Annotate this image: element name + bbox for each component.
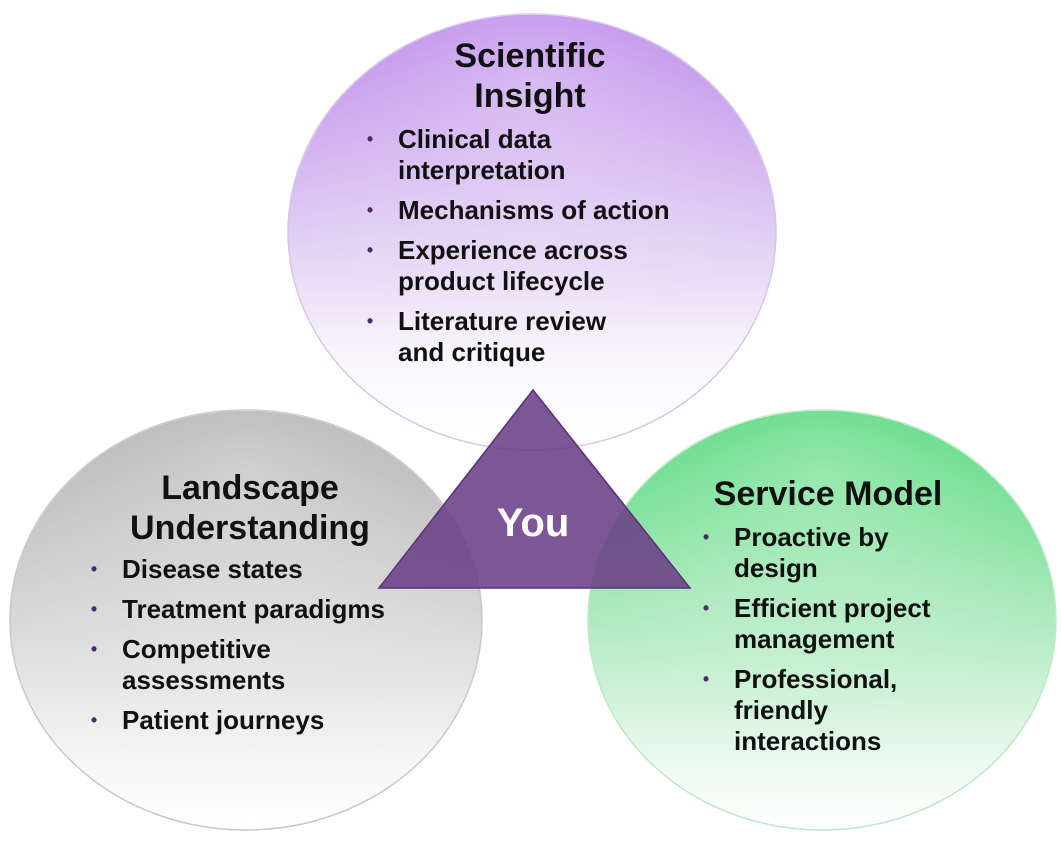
title-line: Service Model — [713, 475, 943, 513]
item-line: product lifecycle — [398, 266, 605, 296]
item-line: Patient journeys — [122, 705, 325, 735]
bullet-icon: • — [90, 599, 98, 619]
service-model-list: • Proactive by design • Efficient projec… — [696, 522, 1026, 757]
item-line: Mechanisms of action — [398, 195, 670, 225]
title-line: Understanding — [130, 509, 370, 547]
title-line: Insight — [474, 77, 586, 115]
list-item: • Proactive by design — [696, 522, 1026, 584]
scientific-insight-list: • Clinical data interpretation • Mechani… — [360, 124, 760, 368]
list-item: • Mechanisms of action — [360, 195, 760, 226]
service-model-block: Service Model • Proactive by design • Ef… — [696, 474, 1026, 766]
item-line: and critique — [398, 337, 546, 367]
list-item: • Patient journeys — [84, 705, 454, 736]
list-item: • Clinical data interpretation — [360, 124, 760, 186]
item-line: Proactive by — [734, 522, 889, 552]
list-item: • Professional, friendly interactions — [696, 664, 1026, 757]
item-line: interactions — [734, 726, 882, 756]
landscape-understanding-list: • Disease states • Treatment paradigms •… — [84, 554, 454, 736]
item-line: Professional, — [734, 664, 898, 694]
scientific-insight-block: Scientific Insight • Clinical data inter… — [360, 36, 760, 377]
item-line: Disease states — [122, 554, 303, 584]
title-line: Scientific — [454, 37, 606, 75]
item-line: Experience across — [398, 235, 628, 265]
item-line: Treatment paradigms — [122, 594, 385, 624]
landscape-understanding-block: Landscape Understanding • Disease states… — [84, 468, 454, 745]
item-line: Efficient project — [734, 593, 931, 623]
bullet-icon: • — [90, 710, 98, 730]
title-line: Landscape — [161, 469, 339, 507]
list-item: • Experience across product lifecycle — [360, 235, 760, 297]
list-item: • Literature review and critique — [360, 306, 760, 368]
service-model-title: Service Model — [688, 474, 968, 514]
scientific-circle — [287, 13, 777, 451]
item-line: friendly — [734, 695, 828, 725]
bullet-icon: • — [702, 598, 710, 618]
scientific-insight-title: Scientific Insight — [320, 36, 740, 116]
bullet-icon: • — [702, 527, 710, 547]
bullet-icon: • — [90, 639, 98, 659]
bullet-icon: • — [90, 559, 98, 579]
bullet-icon: • — [366, 200, 374, 220]
item-line: Literature review — [398, 306, 607, 336]
item-line: design — [734, 553, 818, 583]
landscape-circle — [9, 409, 483, 831]
bullet-icon: • — [366, 240, 374, 260]
landscape-understanding-title: Landscape Understanding — [70, 468, 430, 548]
bullet-icon: • — [702, 669, 710, 689]
bullet-icon: • — [366, 129, 374, 149]
item-line: interpretation — [398, 155, 566, 185]
service-circle — [587, 409, 1057, 831]
list-item: • Treatment paradigms — [84, 594, 454, 625]
list-item: • Disease states — [84, 554, 454, 585]
item-line: assessments — [122, 665, 286, 695]
item-line: Clinical data — [398, 124, 552, 154]
center-triangle — [377, 388, 692, 589]
item-line: Competitive — [122, 634, 271, 664]
list-item: • Competitive assessments — [84, 634, 454, 696]
list-item: • Efficient project management — [696, 593, 1026, 655]
item-line: management — [734, 624, 895, 654]
bullet-icon: • — [366, 311, 374, 331]
center-label: You — [496, 501, 570, 545]
